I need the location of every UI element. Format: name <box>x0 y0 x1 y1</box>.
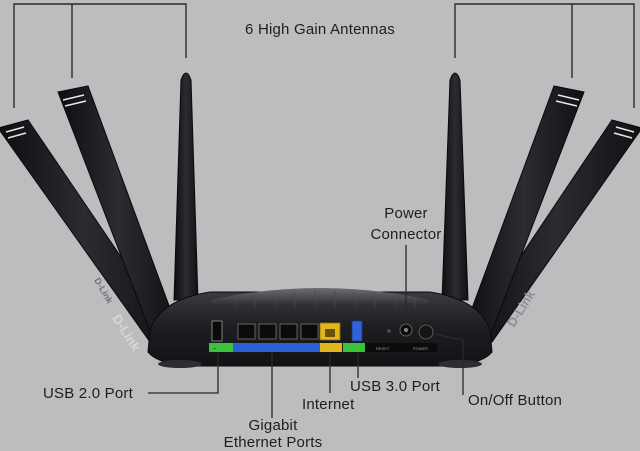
diagram-title: 6 High Gain Antennas <box>245 21 395 38</box>
leader-onoff <box>433 333 464 395</box>
antenna-center-left <box>173 72 199 301</box>
onoff-button-shape <box>418 324 434 340</box>
port-panel: ▪ <box>209 320 437 352</box>
callout-gigabit-line1: Gigabit <box>248 417 298 434</box>
callout-usb2: USB 2.0 Port <box>43 385 133 402</box>
vent-grille <box>210 288 430 306</box>
usb3-port-shape <box>351 320 363 342</box>
antenna-leader-lines <box>13 3 635 108</box>
usb2-port-shape <box>211 320 223 342</box>
panel-label-power: POWER <box>413 346 428 351</box>
callout-usb3: USB 3.0 Port <box>350 378 440 395</box>
callout-power-connector-line1: Power <box>384 205 428 222</box>
ethernet-port-shapes <box>237 323 319 340</box>
callout-gigabit-line2: Ethernet Ports <box>223 434 323 451</box>
panel-label-reset: RESET <box>376 346 390 351</box>
antenna-bracket-right <box>454 3 635 108</box>
callout-onoff: On/Off Button <box>468 392 563 409</box>
svg-text:▪: ▪ <box>214 346 216 351</box>
leader-usb2 <box>148 352 219 394</box>
callout-internet: Internet <box>302 396 355 413</box>
callout-power-connector-line2: Connector <box>370 226 442 243</box>
antenna-center-right <box>441 72 469 301</box>
callout-power-connector: Power Connector <box>360 205 452 243</box>
antenna-bracket-left <box>13 3 187 108</box>
callout-leader-lines <box>148 245 464 418</box>
